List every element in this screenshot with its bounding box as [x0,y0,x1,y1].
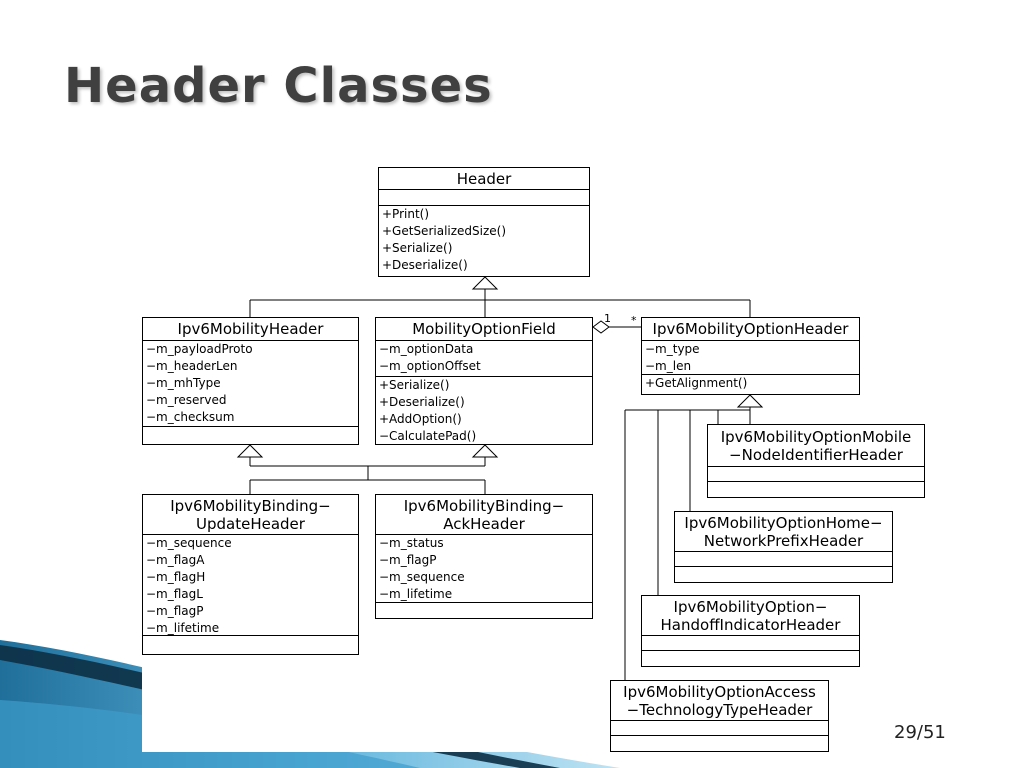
class-name: Ipv6MobilityOptionAccess −TechnologyType… [611,681,828,721]
class-name-line: MobilityOptionField [412,320,556,338]
class-name-line: AckHeader [443,514,525,533]
operation: +Print() [382,207,430,221]
class-name-line: Ipv6MobilityHeader [177,320,324,338]
attribute: −m_sequence [379,570,465,584]
attribute: −m_sequence [146,536,232,550]
attributes-section: −m_type −m_len [642,341,859,375]
attribute: −m_payloadProto [146,342,253,356]
mobility-header-inheritance-triangle [236,444,264,458]
class-option-home-network-prefix-header: Ipv6MobilityOptionHome− NetworkPrefixHea… [674,511,893,583]
class-binding-update-header: Ipv6MobilityBinding− UpdateHeader −m_seq… [142,494,359,655]
class-name: Ipv6MobilityBinding− AckHeader [376,495,592,535]
attribute: −m_flagP [146,604,204,618]
class-name-line: Ipv6MobilityOptionAccess [623,682,816,701]
operation: +Deserialize() [379,395,465,409]
class-name-line: Header [456,169,512,188]
attribute: −m_optionOffset [379,359,481,373]
attributes-section: −m_sequence −m_flagA −m_flagH −m_flagL −… [143,535,358,636]
option-header-inheritance-triangle [736,394,764,408]
class-name-line: NetworkPrefixHeader [703,531,864,550]
operations-section: +GetAlignment() [642,375,859,394]
attributes-section: −m_status −m_flagP −m_sequence −m_lifeti… [376,535,592,603]
class-name-line: UpdateHeader [196,514,305,533]
class-binding-ack-header: Ipv6MobilityBinding− AckHeader −m_status… [375,494,593,619]
class-name-line: Ipv6MobilityOption− [673,597,828,616]
class-ipv6-mobility-option-header: Ipv6MobilityOptionHeader −m_type −m_len … [641,317,860,395]
class-name-line: Ipv6MobilityOptionHeader [652,320,849,338]
attribute: −m_headerLen [146,359,238,373]
operations-section [143,636,358,654]
class-name: MobilityOptionField [376,318,592,341]
operation: +GetSerializedSize() [382,224,507,238]
operations-section [708,482,924,497]
operations-section [611,736,828,751]
class-name-line: Ipv6MobilityBinding− [170,496,331,515]
operation: +AddOption() [379,412,462,426]
operation: +Serialize() [379,378,450,392]
attribute: −m_flagH [146,570,206,584]
attribute: −m_len [645,359,692,373]
class-name: Ipv6MobilityHeader [143,318,358,341]
operation: +GetAlignment() [645,376,748,390]
attributes-section [379,190,589,206]
multiplicity-one: 1 [604,312,611,325]
class-name: Ipv6MobilityOption− HandoffIndicatorHead… [642,596,859,636]
page-number: 29/51 [894,722,946,743]
option-field-inheritance-triangle [471,444,499,458]
attributes-section [611,721,828,736]
operations-section [642,651,859,666]
class-name-line: −TechnologyTypeHeader [626,700,813,719]
attribute: −m_optionData [379,342,474,356]
attributes-section [675,552,892,567]
operations-section [376,603,592,618]
attribute: −m_flagA [146,553,205,567]
attribute: −m_flagP [379,553,437,567]
class-name-line: Ipv6MobilityBinding− [403,496,565,515]
class-option-mobile-node-identifier-header: Ipv6MobilityOptionMobile −NodeIdentifier… [707,424,925,498]
attributes-section [642,636,859,651]
class-name-line: HandoffIndicatorHeader [660,615,841,634]
header-inheritance-triangle [471,276,499,290]
operations-section: +Serialize() +Deserialize() +AddOption()… [376,377,592,444]
class-name: Header [379,168,589,190]
operation: +Deserialize() [382,258,468,272]
class-header: Header +Print() +GetSerializedSize() +Se… [378,167,590,277]
operations-section [675,567,892,582]
operations-section: +Print() +GetSerializedSize() +Serialize… [379,206,589,276]
attributes-section [708,467,924,482]
attribute: −m_mhType [146,376,221,390]
operations-section [143,427,358,444]
class-name: Ipv6MobilityOptionMobile −NodeIdentifier… [708,425,924,467]
multiplicity-many: * [631,314,637,327]
class-option-handoff-indicator-header: Ipv6MobilityOption− HandoffIndicatorHead… [641,595,860,667]
attributes-section: −m_optionData −m_optionOffset [376,341,592,377]
attribute: −m_checksum [146,410,235,424]
class-option-access-technology-type-header: Ipv6MobilityOptionAccess −TechnologyType… [610,680,829,752]
slide-title: Header Classes [64,58,493,114]
operation: −CalculatePad() [379,429,477,443]
class-ipv6-mobility-header: Ipv6MobilityHeader −m_payloadProto −m_he… [142,317,359,445]
class-name-line: −NodeIdentifierHeader [729,445,903,464]
operation: +Serialize() [382,241,453,255]
attribute: −m_lifetime [379,587,453,601]
attribute: −m_status [379,536,444,550]
class-mobility-option-field: MobilityOptionField −m_optionData −m_opt… [375,317,593,445]
attribute: −m_reserved [146,393,227,407]
class-name-line: Ipv6MobilityOptionHome− [684,513,883,532]
class-name-line: Ipv6MobilityOptionMobile [720,427,912,446]
attribute: −m_flagL [146,587,203,601]
class-name: Ipv6MobilityBinding− UpdateHeader [143,495,358,535]
attribute: −m_lifetime [146,621,220,635]
attributes-section: −m_payloadProto −m_headerLen −m_mhType −… [143,341,358,427]
attribute: −m_type [645,342,700,356]
class-name: Ipv6MobilityOptionHome− NetworkPrefixHea… [675,512,892,552]
class-name: Ipv6MobilityOptionHeader [642,318,859,341]
